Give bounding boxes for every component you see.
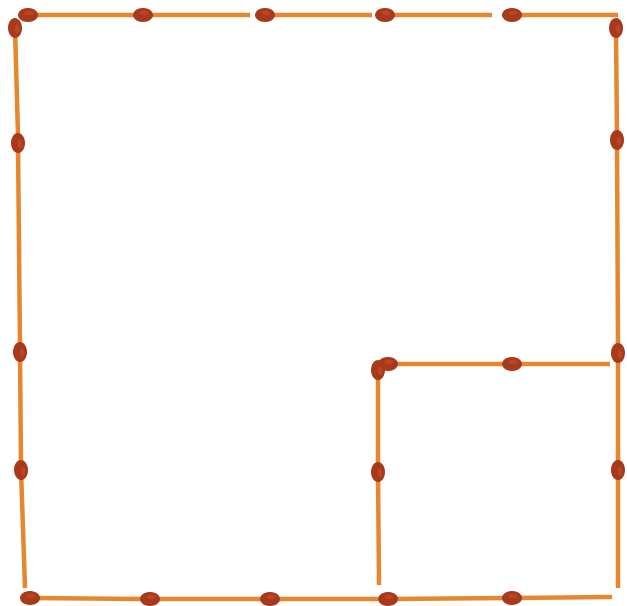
matchstick-body — [18, 143, 20, 348]
matchstick-body — [512, 597, 612, 598]
match-head-highlight — [378, 367, 382, 376]
match-head-highlight — [25, 11, 34, 15]
match-head-highlight — [140, 11, 149, 15]
matchstick-body — [15, 28, 18, 135]
match-head-highlight — [382, 11, 391, 15]
match-head-highlight — [147, 595, 156, 599]
match-head-highlight — [385, 360, 394, 364]
match-head-highlight — [509, 11, 518, 15]
matchstick-body — [617, 140, 618, 350]
match-head-highlight — [618, 467, 622, 476]
match-head-highlight — [262, 11, 271, 15]
match-head-highlight — [509, 360, 518, 364]
match-head-highlight — [617, 136, 621, 145]
match-head-highlight — [267, 595, 276, 599]
matchstick-body — [388, 598, 510, 599]
matchstick-body — [30, 598, 148, 599]
matchstick-body — [616, 28, 617, 137]
matchstick-body — [378, 472, 379, 585]
match-head-highlight — [618, 350, 622, 359]
matchstick-body — [20, 352, 21, 465]
